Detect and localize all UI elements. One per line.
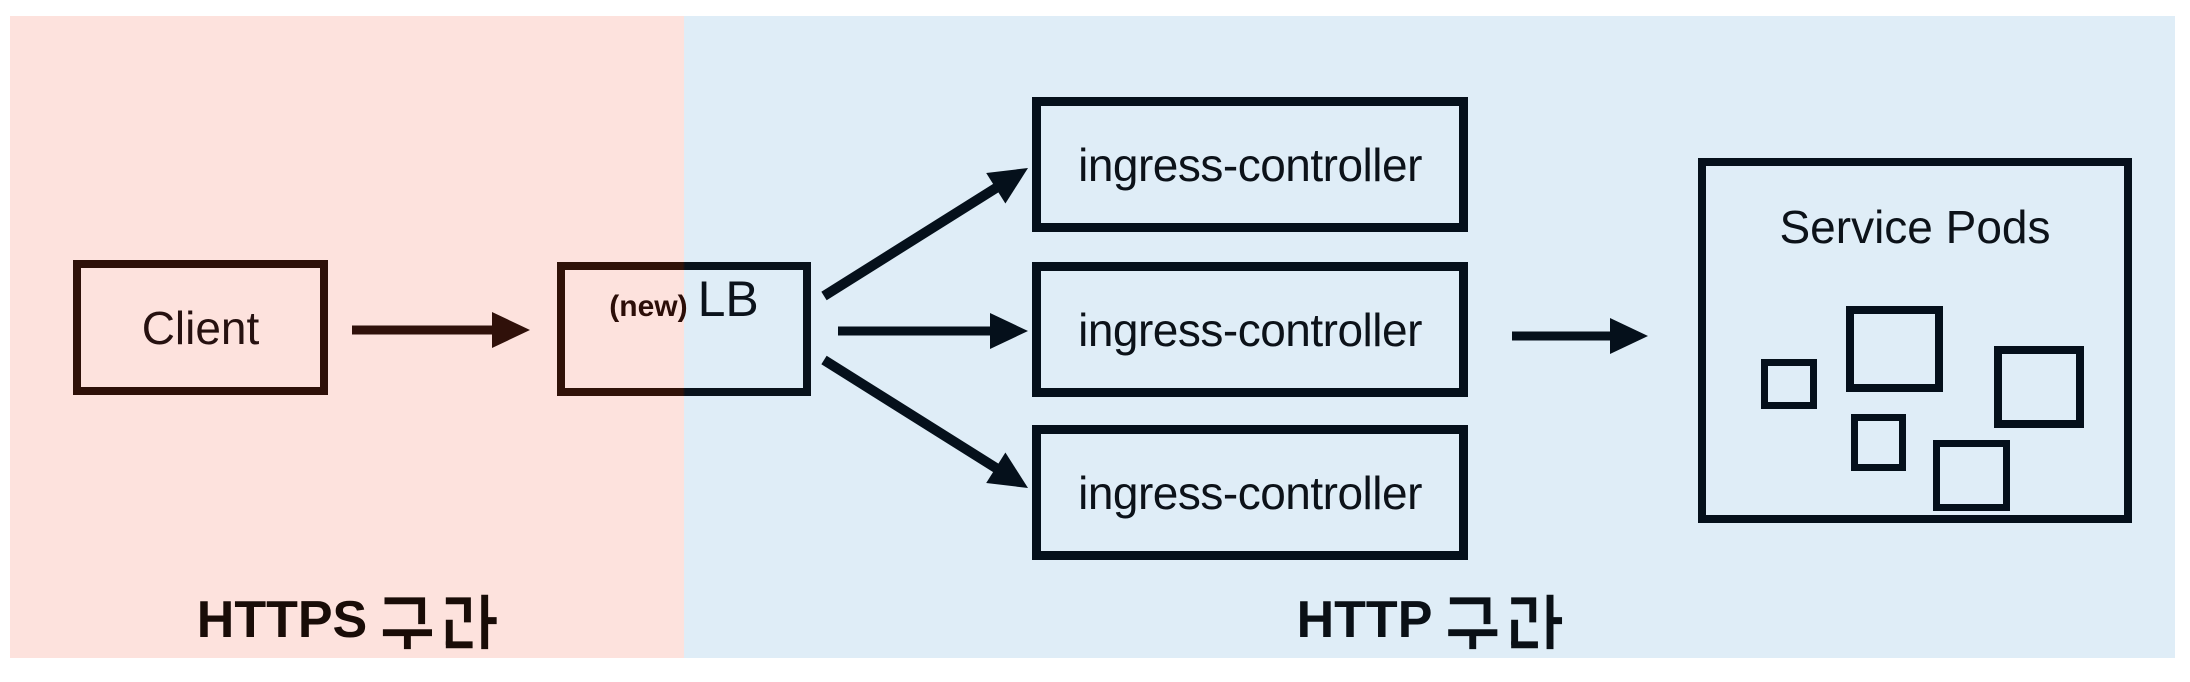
pod-square bbox=[1994, 346, 2084, 428]
zone-label-https-text: HTTPS bbox=[196, 591, 368, 649]
korean-gugan-glyph bbox=[1448, 594, 1563, 650]
node-client: Client bbox=[73, 260, 328, 395]
node-load-balancer: (new) LB bbox=[557, 262, 811, 396]
node-service-pods: Service Pods bbox=[1698, 158, 2132, 523]
node-ingress-controller-3: ingress-controller bbox=[1032, 425, 1468, 560]
ingress-controller-label: ingress-controller bbox=[1078, 138, 1422, 191]
zone-label-https: HTTPS bbox=[196, 590, 498, 650]
zone-label-http: HTTP bbox=[1297, 590, 1563, 650]
lb-label: LB bbox=[697, 271, 759, 327]
zone-label-http-text: HTTP bbox=[1296, 591, 1433, 649]
pod-square bbox=[1761, 359, 1817, 409]
pod-square bbox=[1846, 306, 1943, 392]
pod-square bbox=[1851, 414, 1906, 471]
service-pods-label: Service Pods bbox=[1779, 201, 2051, 253]
korean-gugan-glyph bbox=[383, 594, 498, 650]
pod-square bbox=[1933, 440, 2010, 511]
node-ingress-controller-1: ingress-controller bbox=[1032, 97, 1468, 232]
ingress-controller-label: ingress-controller bbox=[1078, 466, 1422, 519]
client-label: Client bbox=[141, 301, 260, 354]
lb-label-prefix: (new) bbox=[609, 290, 688, 323]
ingress-controller-label: ingress-controller bbox=[1078, 303, 1422, 356]
node-ingress-controller-2: ingress-controller bbox=[1032, 262, 1468, 397]
